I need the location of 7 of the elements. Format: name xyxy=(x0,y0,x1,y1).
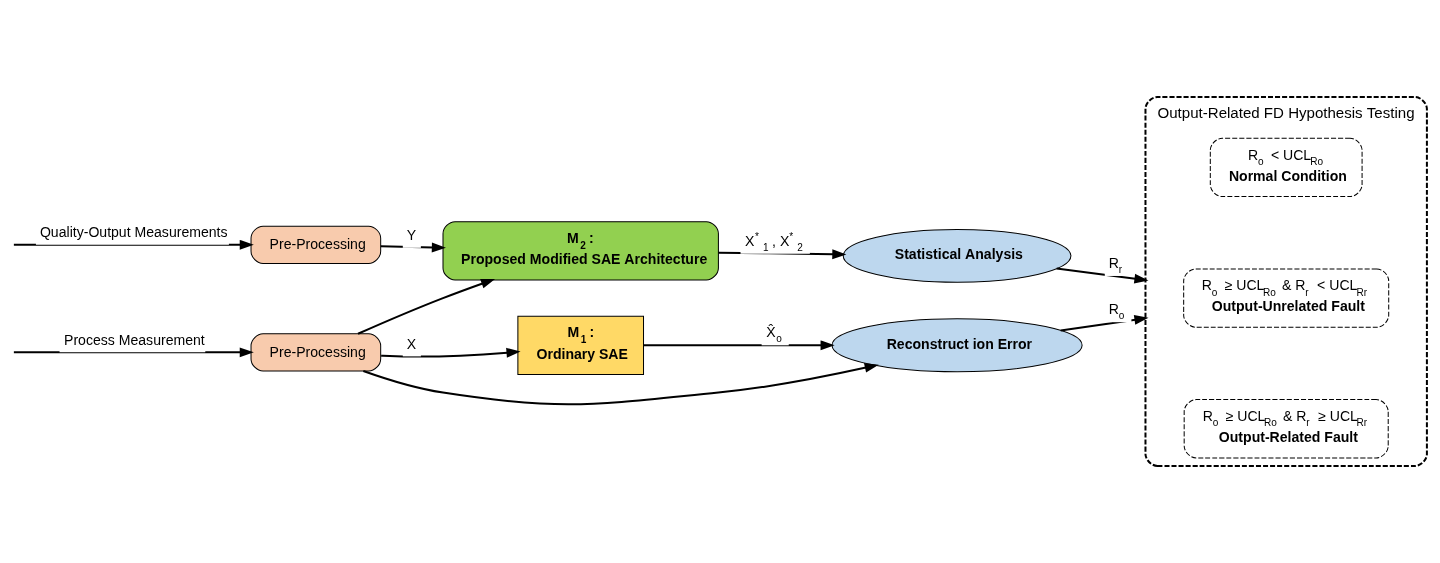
edge-label: Process Measurement xyxy=(64,332,205,349)
edge-label: R$_{o}$ xyxy=(1108,300,1125,322)
edge-label: R$_{r}$ xyxy=(1108,254,1123,276)
edge-label: X xyxy=(406,336,417,353)
edge-label: Quality-Output Measurements xyxy=(39,224,228,241)
edge-label: X̂$_{o}$ xyxy=(766,323,782,345)
edge-label: Y xyxy=(406,227,417,244)
